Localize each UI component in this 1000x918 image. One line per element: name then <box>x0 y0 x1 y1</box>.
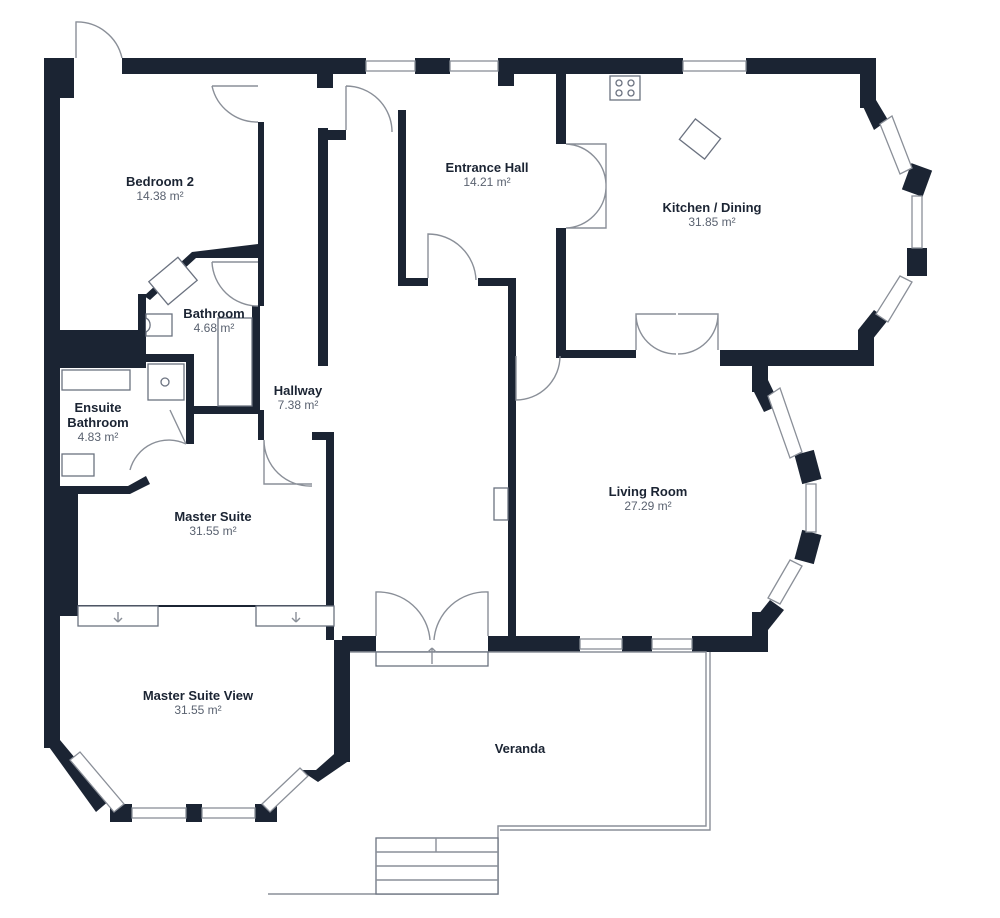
room-label-master: Master Suite 31.55 m² <box>174 509 251 539</box>
doors <box>75 21 719 667</box>
fixtures <box>61 75 722 521</box>
room-name: Living Room <box>608 484 688 499</box>
room-label-kitchen: Kitchen / Dining 31.85 m² <box>663 200 762 230</box>
room-area: 14.38 m² <box>136 189 184 203</box>
room-label-living: Living Room 27.29 m² <box>609 484 688 514</box>
room-name: Master Suite View <box>142 688 254 703</box>
room-area: 31.55 m² <box>174 703 222 717</box>
room-name: Veranda <box>494 741 546 756</box>
room-area: 14.21 m² <box>463 175 511 189</box>
interior-walls <box>60 72 636 640</box>
room-label-ensuite: Ensuite Bathroom 4.83 m² <box>67 400 128 445</box>
room-name: Bedroom 2 <box>126 174 194 189</box>
windows <box>69 60 923 819</box>
partitions <box>77 605 711 895</box>
room-name: Master Suite <box>174 509 252 524</box>
room-label-hallway: Hallway 7.38 m² <box>274 383 322 413</box>
room-name: Entrance Hall <box>445 160 529 175</box>
room-name: Ensuite Bathroom <box>67 400 129 430</box>
room-label-bedroom2: Bedroom 2 14.38 m² <box>126 174 194 204</box>
room-area: 31.55 m² <box>189 524 237 538</box>
room-name: Bathroom <box>183 306 245 321</box>
room-name: Hallway <box>273 383 323 398</box>
room-label-masterview: Master Suite View 31.55 m² <box>143 688 253 718</box>
room-area: 31.85 m² <box>688 215 736 229</box>
room-label-bathroom: Bathroom 4.68 m² <box>183 306 244 336</box>
room-area: 4.68 m² <box>193 321 235 335</box>
exterior-walls <box>44 58 933 822</box>
room-area: 7.38 m² <box>277 398 319 412</box>
room-label-entrance: Entrance Hall 14.21 m² <box>445 160 528 190</box>
room-name: Kitchen / Dining <box>662 200 762 215</box>
room-area: 4.83 m² <box>77 430 119 444</box>
room-label-veranda: Veranda <box>495 741 546 756</box>
room-area: 27.29 m² <box>624 499 672 513</box>
